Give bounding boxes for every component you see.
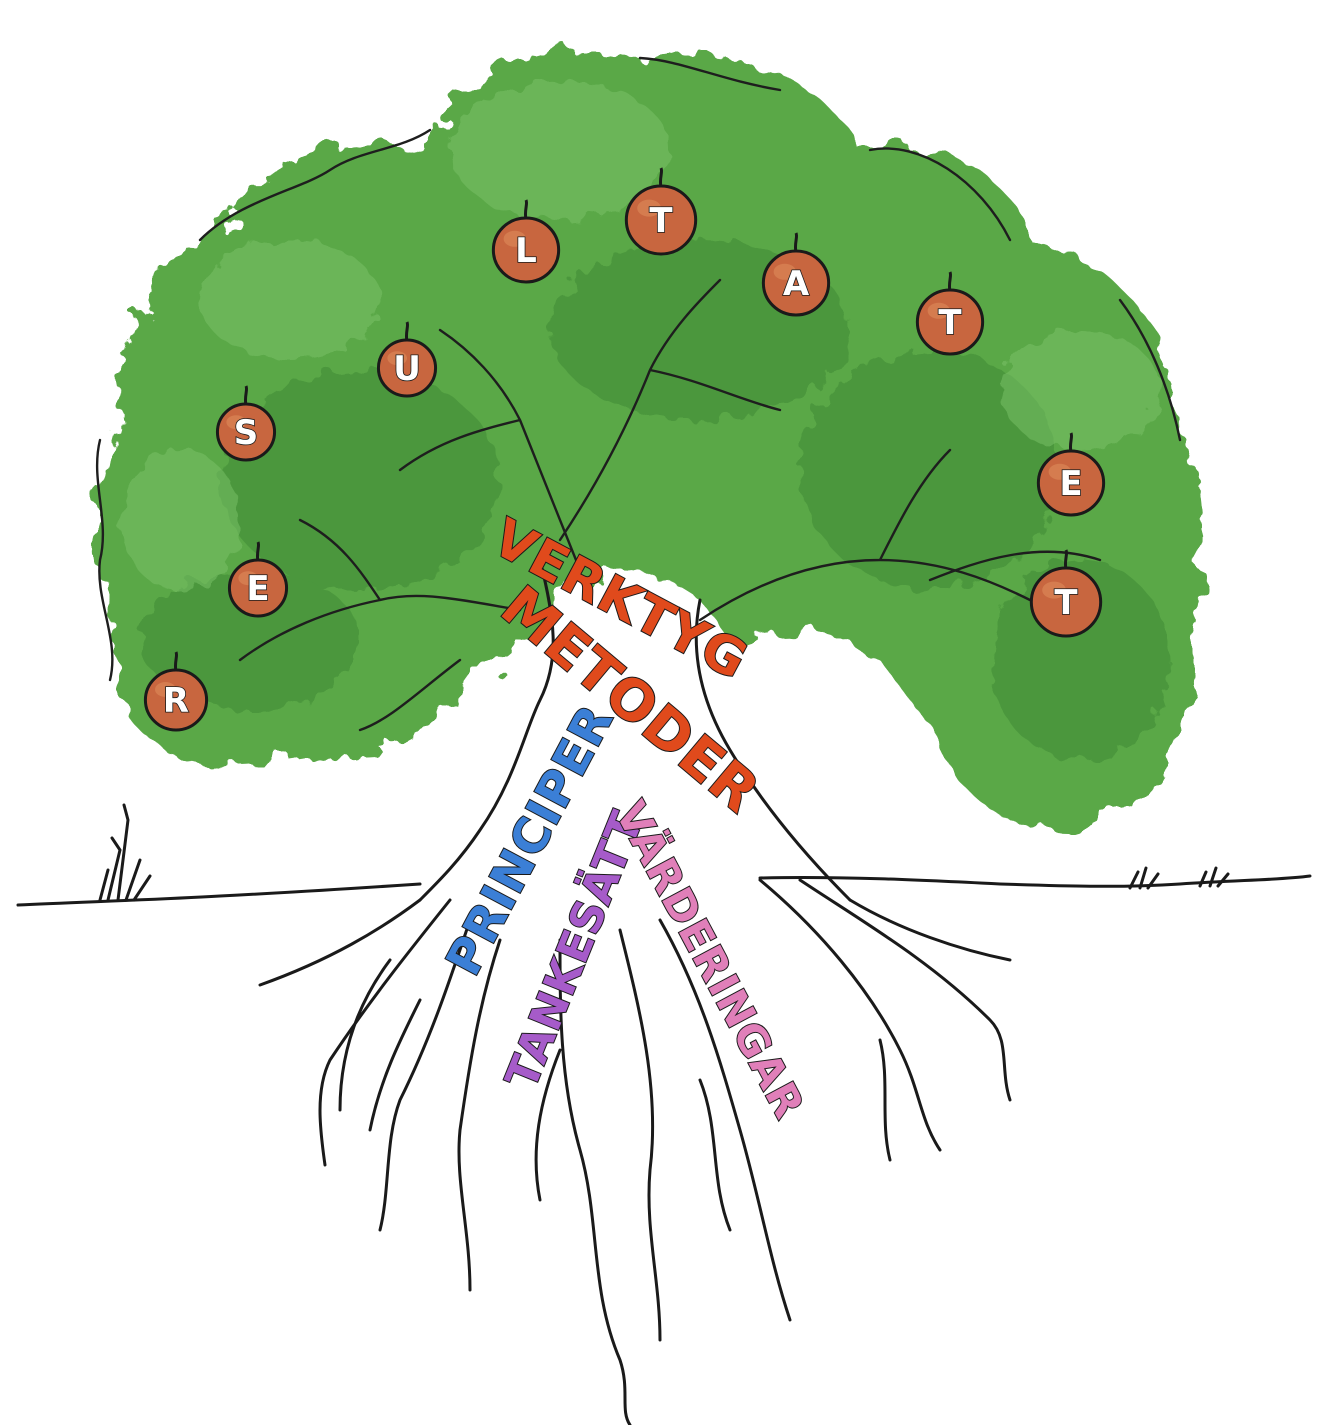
apple-letter: L (515, 231, 537, 271)
roots (260, 880, 1010, 1425)
word-varderingar: VÄRDERINGAR (606, 793, 815, 1127)
apple-letter: T (1054, 583, 1078, 623)
apple-letter: T (649, 201, 673, 241)
apple-letter: U (393, 349, 421, 389)
apple-letter: A (783, 264, 810, 304)
apple-letter: T (938, 303, 962, 343)
apple-letter: R (163, 681, 189, 721)
apple-letter: S (234, 413, 259, 453)
grass-tuft-icon (100, 805, 150, 900)
apple-letter: E (246, 569, 269, 609)
apple-letter: E (1059, 464, 1082, 504)
